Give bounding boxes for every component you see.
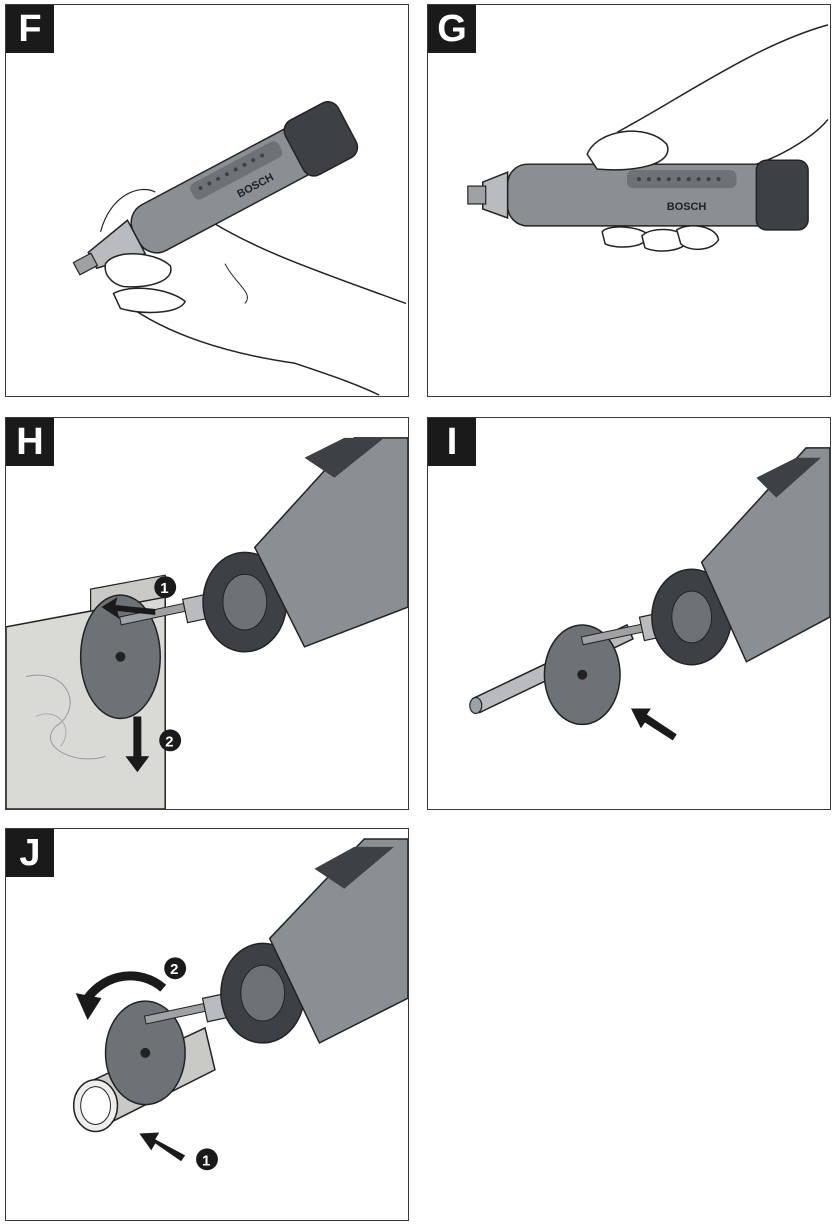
panel-f: F BOSCH [5, 4, 409, 397]
step-number-h-2: 2 [165, 733, 173, 750]
panel-j: J 2 1 [5, 828, 409, 1221]
panel-label-h: H [6, 418, 54, 466]
illustration-h-cutting-board: 1 2 [6, 437, 408, 809]
brand-label-g: BOSCH [667, 201, 707, 213]
step-number-j-2: 2 [170, 961, 178, 978]
illustration-g-hand-grip: BOSCH [467, 24, 829, 252]
panel-i: I [427, 417, 831, 810]
illustration-i-cutting-rod [469, 447, 830, 741]
panel-label-g: G [428, 5, 476, 53]
panel-g: G BOSCH [427, 4, 831, 397]
step-number-h-1: 1 [160, 580, 168, 597]
panel-label-f: F [6, 5, 54, 53]
panel-label-j: J [6, 829, 54, 877]
step-number-j-1: 1 [202, 1152, 210, 1169]
illustration-f-hand-grip: BOSCH [72, 101, 407, 396]
panel-h: H 1 2 [5, 417, 409, 810]
panel-label-i: I [428, 418, 476, 466]
illustration-j-cutting-tube: 2 1 [72, 838, 408, 1171]
